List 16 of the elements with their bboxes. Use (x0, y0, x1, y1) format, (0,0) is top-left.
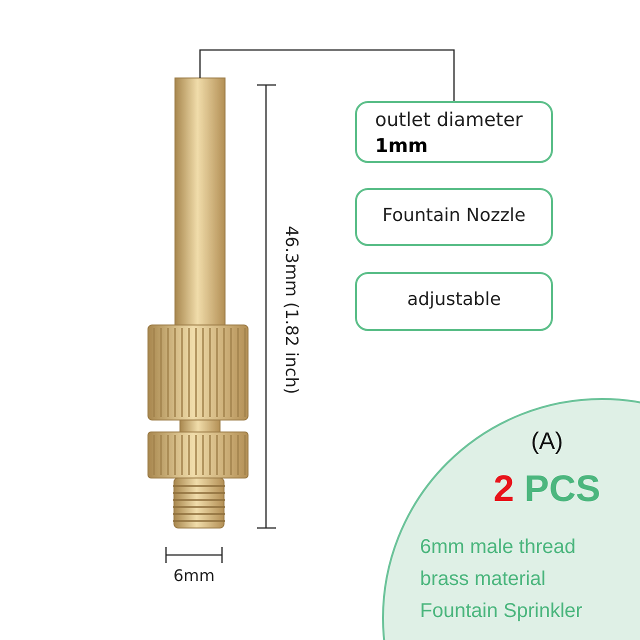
dimension-label: 46.3mm (1.82 inch) (281, 226, 301, 394)
nozzle-drawing (148, 78, 248, 528)
value-text: 1mm (375, 135, 428, 157)
feature-text: 6mm male thread (420, 536, 576, 559)
feature-text: brass material (420, 568, 546, 591)
label-text: adjustable (406, 289, 502, 310)
label-box (355, 188, 553, 246)
label-text: Fountain Nozzle (381, 205, 527, 226)
dimension-label: 6mm (173, 566, 215, 585)
label-box (355, 101, 553, 163)
label-text: outlet diameter (375, 109, 523, 131)
leader-line (199, 49, 455, 101)
label-box (355, 272, 553, 331)
feature-text: Fountain Sprinkler (420, 600, 582, 623)
variant-label: (A) (531, 428, 563, 456)
quantity-text: 2 PCS (494, 468, 600, 510)
